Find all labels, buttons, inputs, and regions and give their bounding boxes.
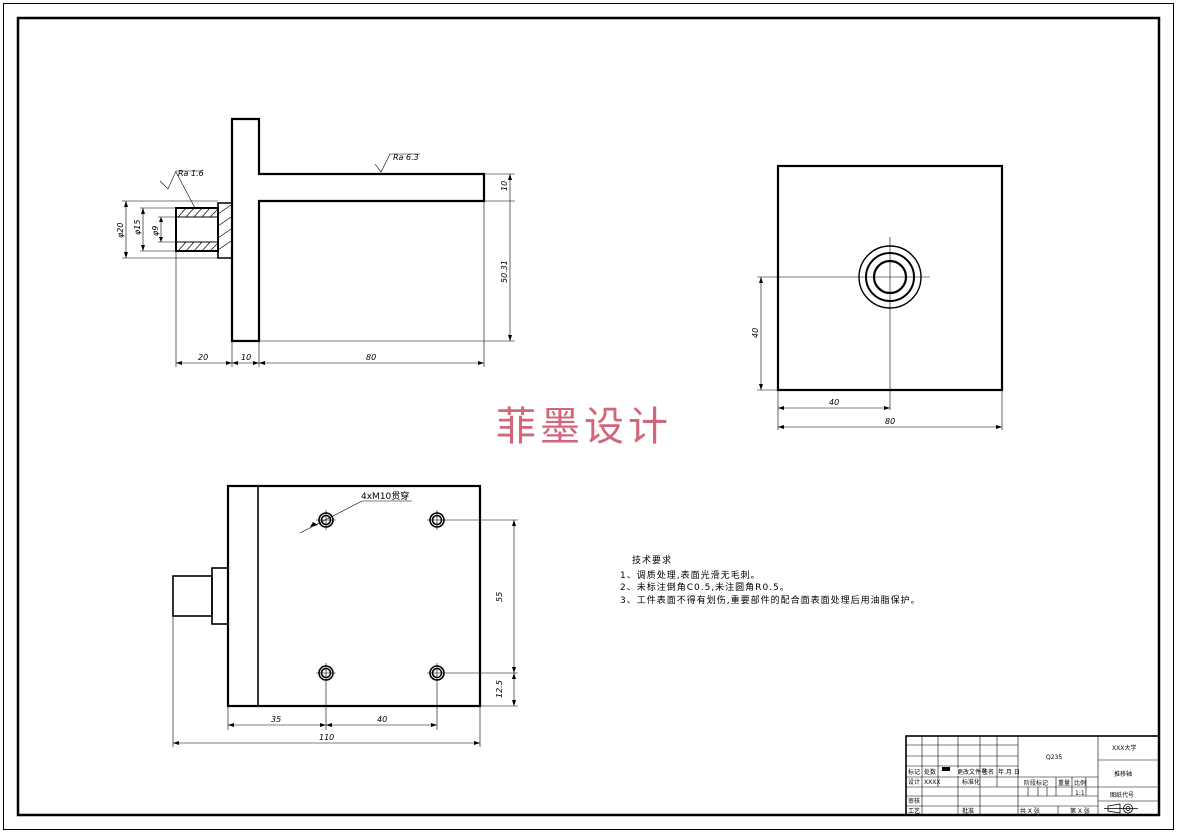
dim-35: 35 xyxy=(271,715,281,724)
dim-55: 55 xyxy=(495,592,504,602)
technical-requirements: 技术要求 1、调质处理,表面光滑无毛刺。 2、未标注倒角C0.5,未注圆角R0.… xyxy=(620,554,921,606)
dim-phi9: φ9 xyxy=(151,226,160,236)
tb-approve: 批准 xyxy=(962,807,974,815)
hole-callout: 4xM10贯穿 xyxy=(361,490,409,502)
side-view xyxy=(757,164,1004,430)
dim-phi15: φ15 xyxy=(133,220,142,235)
tech-item-2: 2、未标注倒角C0.5,未注圆角R0.5。 xyxy=(620,581,790,593)
tech-item-1: 1、调质处理,表面光滑无毛刺。 xyxy=(620,569,761,581)
tb-process: 工艺 xyxy=(908,807,920,815)
tb-signature: 签名 xyxy=(982,768,994,776)
dim-80: 80 xyxy=(366,353,376,362)
tb-scale: 比例 xyxy=(1074,779,1086,787)
tb-design-name: XXXX xyxy=(924,779,940,786)
tb-sheet-no: 第 X 张 xyxy=(1070,807,1090,815)
tb-scale-value: 1:1 xyxy=(1075,790,1085,797)
tb-standardize: 标准化 xyxy=(962,778,980,786)
dim-110: 110 xyxy=(319,733,334,742)
tb-change-file: 更改文件号 xyxy=(957,768,987,776)
roughness-top: Ra 6.3 xyxy=(393,153,419,162)
dim-20: 20 xyxy=(198,353,208,362)
side-view-labels: 40 40 80 xyxy=(751,328,895,426)
tb-part-name: 推移轴 xyxy=(1114,770,1132,778)
tech-item-3: 3、工件表面不得有划伤,重要部件的配合面表面处理后用油脂保护。 xyxy=(620,594,921,606)
title-block xyxy=(905,735,1160,816)
outer-border xyxy=(3,3,1174,830)
title-block-text: 标记 处数 更改文件号 签名 年.月.日 设计 XXXX 标准化 审核 工艺 批… xyxy=(908,744,1136,815)
tb-design: 设计 xyxy=(908,778,920,786)
dim-10-right: 10 xyxy=(500,181,509,191)
front-view-labels: Ra 1.6 Ra 6.3 φ20 φ15 φ9 10 50.31 20 10 … xyxy=(116,153,509,362)
dim-40-vertical: 40 xyxy=(751,328,760,338)
inner-frame xyxy=(16,16,1161,817)
tb-review: 审核 xyxy=(908,797,920,805)
dim-40-horizontal: 40 xyxy=(829,398,839,407)
tb-drawing-code: 图纸代号 xyxy=(1110,791,1134,799)
tb-date: 年.月.日 xyxy=(998,768,1020,776)
front-view xyxy=(122,117,515,367)
dim-10: 10 xyxy=(241,353,251,362)
tb-stage-mark: 阶段标记 xyxy=(1024,779,1048,787)
tb-mark: 标记 xyxy=(908,768,920,776)
top-view-labels: 4xM10贯穿 55 12.5 35 40 110 xyxy=(271,490,504,742)
dim-40-top: 40 xyxy=(377,715,387,724)
tb-school: XXX大学 xyxy=(1112,744,1136,752)
dim-80-side: 80 xyxy=(885,417,895,426)
dim-50-31: 50.31 xyxy=(500,260,509,283)
tb-material: Q235 xyxy=(1046,754,1062,761)
tb-weight: 重量 xyxy=(1058,779,1070,787)
top-view xyxy=(172,484,518,747)
watermark: 菲墨设计 xyxy=(496,404,672,450)
dim-phi20: φ20 xyxy=(116,223,125,238)
dim-12-5: 12.5 xyxy=(495,680,504,698)
tb-count: 处数 xyxy=(924,768,936,776)
tech-title: 技术要求 xyxy=(632,554,672,566)
tb-total-sheets: 共 X 张 xyxy=(1020,807,1040,815)
roughness-left: Ra 1.6 xyxy=(178,169,204,178)
